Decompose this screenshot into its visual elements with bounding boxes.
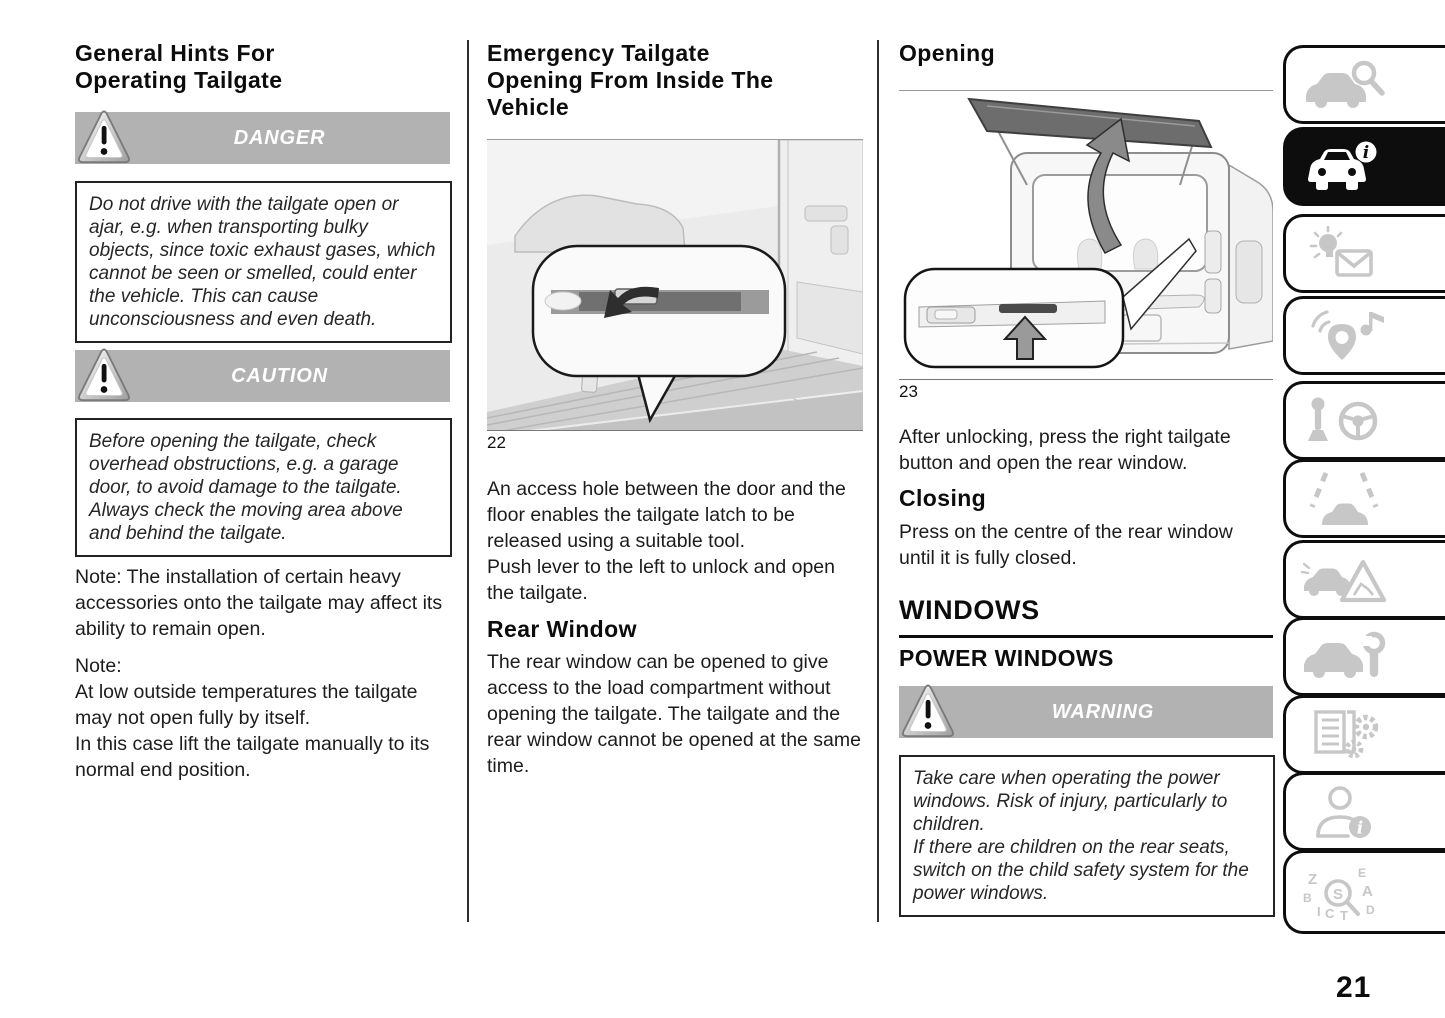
warning-light-envelope-icon	[1309, 225, 1373, 277]
open-glass-hatch	[967, 97, 1213, 149]
svg-text:D: D	[1366, 903, 1375, 917]
svg-text:Z: Z	[1308, 871, 1317, 888]
subheading-rear-window: Rear Window	[487, 616, 637, 642]
spec-list-gears-icon	[1314, 709, 1379, 758]
opening-paragraph: After unlocking, press the right tailgat…	[899, 426, 1231, 474]
column-divider	[467, 40, 469, 922]
push-left-arrow	[604, 286, 659, 318]
push-lever-line: Push lever to the left to unlock and ope…	[487, 556, 835, 604]
access-hole-paragraph: An access hole between the door and the …	[487, 476, 863, 606]
rear-window-illustration	[899, 91, 1273, 379]
svg-text:S: S	[1333, 886, 1343, 903]
column-divider	[877, 40, 879, 922]
svg-text:T: T	[1340, 908, 1348, 920]
navigation-audio-icon	[1311, 309, 1384, 360]
danger-text-box: Do not drive with the tailgate open or a…	[75, 181, 452, 343]
svg-text:C: C	[1325, 906, 1335, 920]
sidebar-tab-starting-driving[interactable]	[1283, 381, 1445, 460]
section-heading-emergency-opening: Emergency Tailgate Opening From Inside T…	[487, 40, 774, 121]
figure-rear-window-opening	[899, 90, 1273, 380]
warning-band: WARNING	[899, 684, 1273, 738]
sidebar-tab-warning-lights[interactable]	[1283, 214, 1445, 293]
caution-label: CAUTION	[231, 364, 328, 387]
car-warning-triangle-icon	[1300, 559, 1387, 602]
letters-magnifier-icon: Z E B A D I C T S	[1303, 866, 1375, 920]
warning-triangle-icon	[78, 348, 130, 402]
svg-text:i: i	[1357, 818, 1363, 838]
section-heading-general-hints: General Hints For Operating Tailgate	[75, 40, 283, 94]
figure-tailgate-latch-access	[487, 139, 863, 431]
access-hole-line: An access hole between the door and the …	[487, 478, 846, 552]
person-info-icon: i	[1316, 785, 1371, 838]
subheading-closing: Closing	[899, 485, 987, 511]
sidebar-tab-owner-info[interactable]: i	[1283, 772, 1445, 851]
note-line-1: At low outside temperatures the tailgate…	[75, 681, 418, 729]
sidebar-tab-navigation-audio[interactable]	[1283, 296, 1445, 375]
sidebar-tab-emergency[interactable]	[1283, 540, 1445, 619]
car-lane-lines-icon	[1309, 471, 1379, 525]
sidebar-tab-servicing[interactable]	[1283, 617, 1445, 696]
subheading-opening: Opening	[899, 40, 996, 66]
tailgate-button	[999, 304, 1057, 313]
car-wrench-icon	[1304, 631, 1386, 678]
danger-band: DANGER	[75, 110, 450, 164]
warning-triangle-icon	[78, 110, 130, 164]
caution-text-box: Before opening the tailgate, check overh…	[75, 418, 452, 557]
page-number: 21	[1336, 971, 1372, 1004]
car-info-icon: i	[1308, 141, 1377, 190]
closing-paragraph: Press on the centre of the rear window u…	[899, 521, 1233, 569]
sidebar-tab-technical-data[interactable]	[1283, 695, 1445, 774]
sidebar-tab-car-info[interactable]: i	[1283, 127, 1445, 206]
sidebar-tab-driving[interactable]	[1283, 459, 1445, 538]
figure-caption: 23	[899, 382, 918, 401]
svg-text:E: E	[1358, 866, 1366, 880]
svg-text:A: A	[1362, 883, 1373, 900]
note-paragraph-2: Note: At low outside temperatures the ta…	[75, 653, 453, 783]
opening-direction-arrow	[1085, 117, 1131, 254]
danger-label: DANGER	[233, 126, 326, 149]
figure-caption: 22	[487, 433, 506, 452]
warning-label: WARNING	[1051, 700, 1155, 723]
svg-text:B: B	[1303, 891, 1312, 905]
caution-band: CAUTION	[75, 348, 450, 402]
sidebar-tab-index[interactable]: Z E B A D I C T S	[1283, 850, 1445, 934]
note-line-2: In this case lift the tailgate manually …	[75, 733, 430, 781]
svg-text:i: i	[1363, 143, 1369, 163]
gear-lever-steering-icon	[1308, 397, 1378, 441]
section-heading-windows: WINDOWS	[899, 595, 1273, 638]
svg-text:I: I	[1317, 904, 1321, 919]
warning-triangle-icon	[902, 684, 954, 738]
subsection-power-windows: POWER WINDOWS	[899, 645, 1114, 671]
tailgate-latch-illustration	[487, 140, 863, 430]
warning-line-2: If there are children on the rear seats,…	[913, 837, 1249, 904]
note-label: Note:	[75, 655, 122, 677]
rear-window-paragraph: The rear window can be opened to give ac…	[487, 651, 861, 777]
warning-line-1: Take care when operating the power windo…	[913, 768, 1228, 835]
warning-text-box: Take care when operating the power windo…	[899, 755, 1275, 917]
press-up-arrow	[1002, 315, 1048, 360]
note-paragraph-1: Note: The installation of certain heavy …	[75, 566, 443, 640]
sidebar-tab-car-search[interactable]	[1283, 45, 1445, 124]
car-search-icon	[1306, 60, 1385, 108]
